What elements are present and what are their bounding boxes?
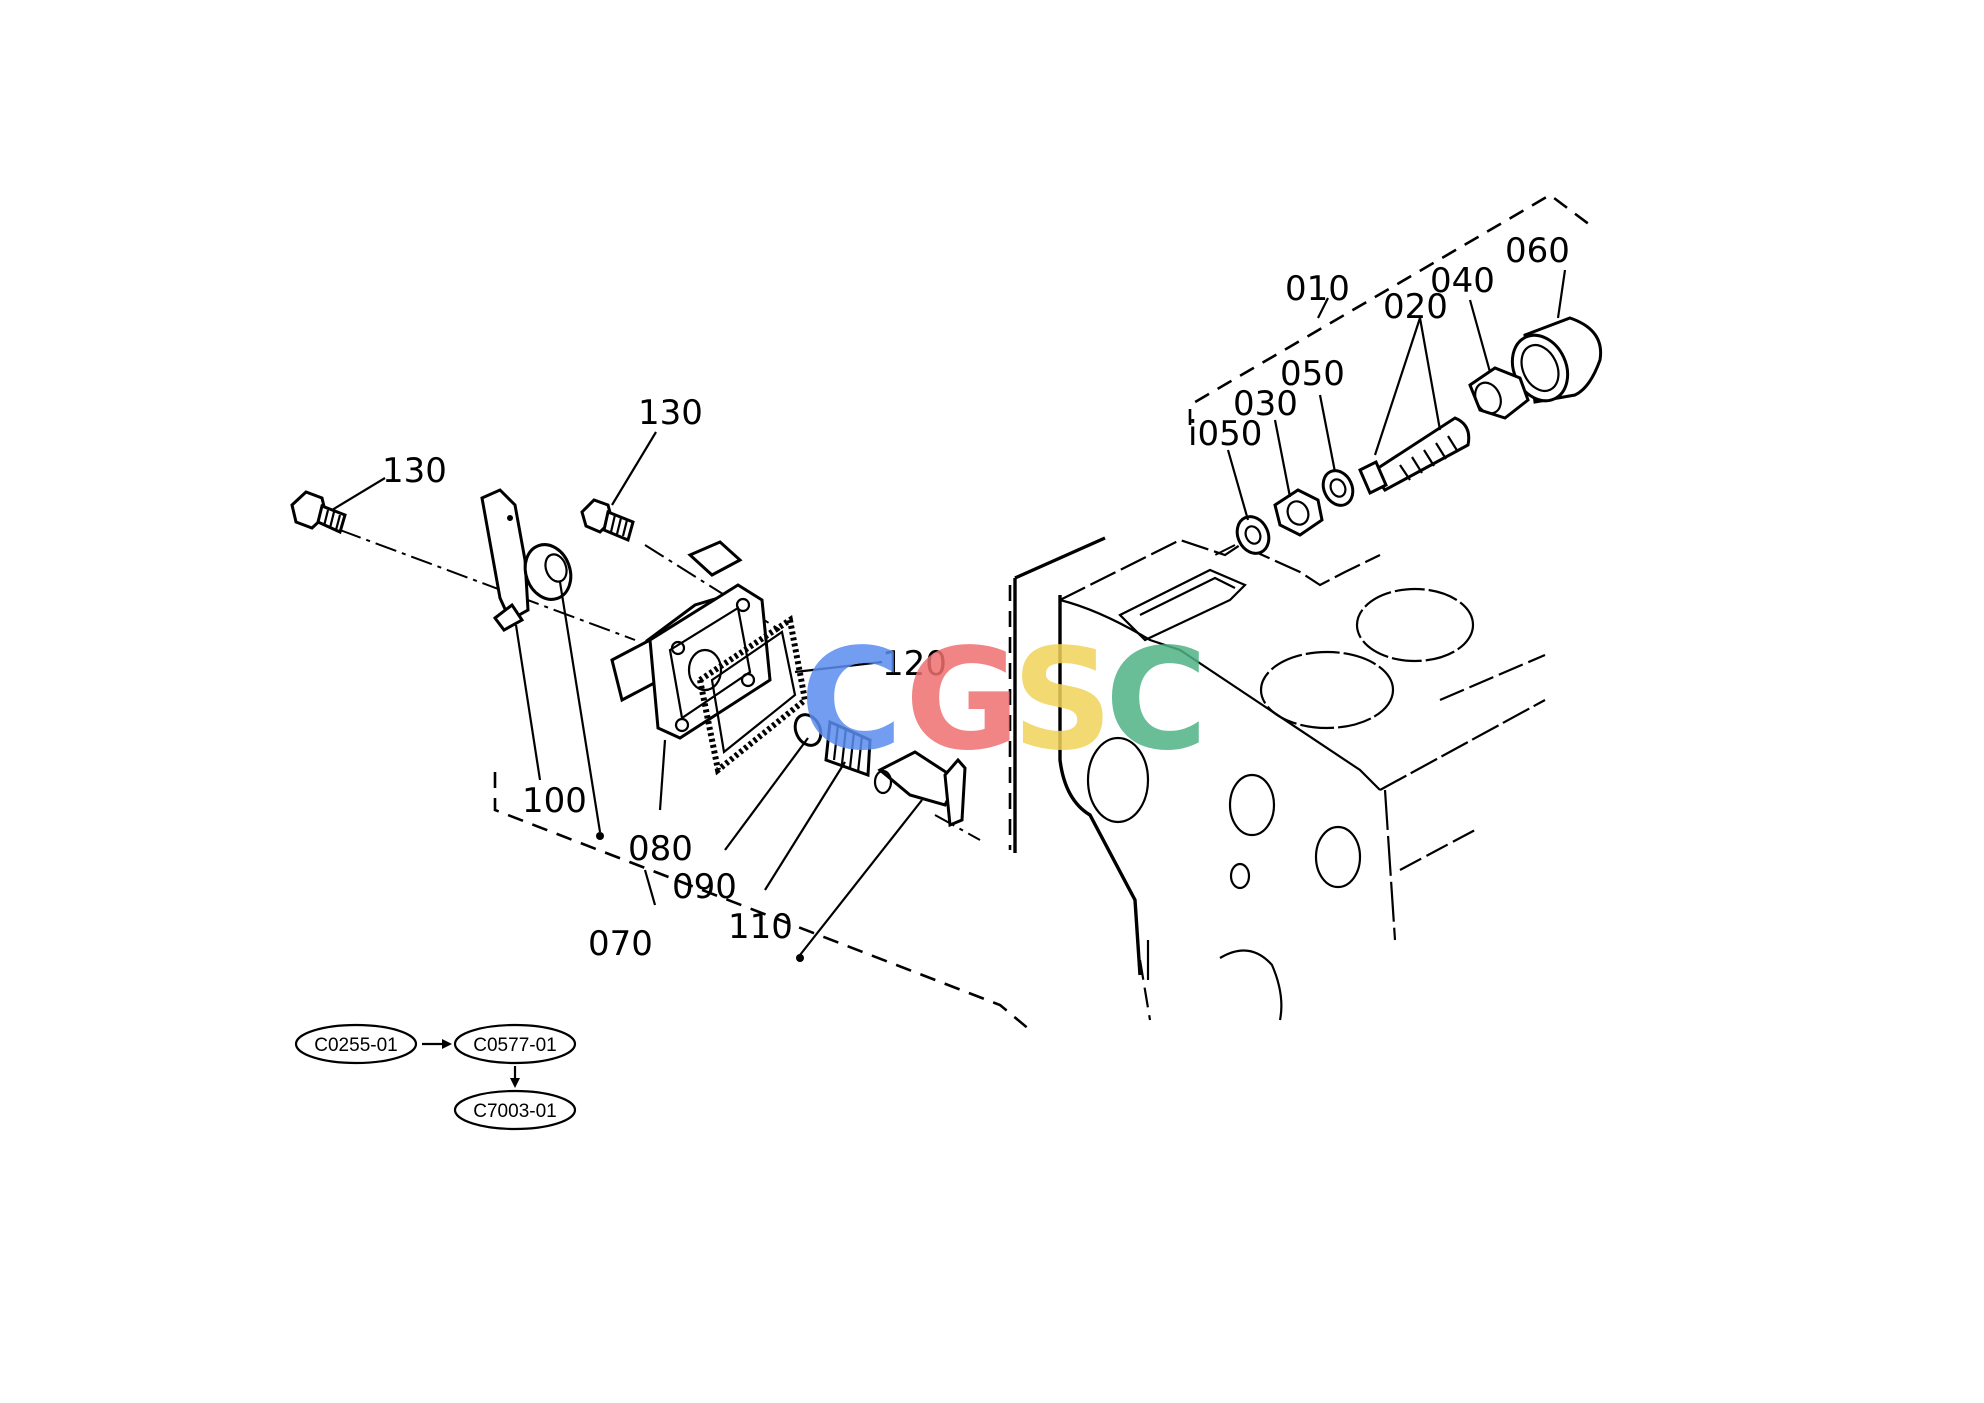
callout-030: 030 xyxy=(1233,384,1298,424)
axis-line-lower-right xyxy=(934,814,981,841)
leaders-upper xyxy=(1226,269,1567,521)
group-010-boundary xyxy=(1188,193,1591,425)
part-030-nut xyxy=(1273,488,1324,537)
part-080-housing xyxy=(610,540,772,740)
part-130-bolt-left xyxy=(290,490,347,535)
ref-oval-3 xyxy=(453,1089,577,1131)
ref-c0577: C0577-01 xyxy=(473,1035,556,1056)
part-130-bolt-center xyxy=(580,498,635,543)
part-100-lever xyxy=(480,488,573,632)
part-120-gasket xyxy=(696,614,809,776)
callout-080: 080 xyxy=(628,829,693,869)
watermark-letter-g: G xyxy=(905,619,1020,782)
callout-130-center: 130 xyxy=(638,393,703,433)
group-070-boundary xyxy=(493,585,1031,1031)
callout-100: 100 xyxy=(522,781,587,821)
ref-arrowhead-1 xyxy=(442,1039,452,1049)
part-090-ring xyxy=(793,713,823,747)
callout-i050: i050 xyxy=(1188,414,1262,454)
ref-c0255: C0255-01 xyxy=(314,1035,397,1056)
callout-070: 070 xyxy=(588,924,653,964)
engine-block xyxy=(1013,536,1546,1021)
axis-line-upper xyxy=(1214,544,1236,556)
reference-chain: C0255-01 C0577-01 C7003-01 xyxy=(294,1023,577,1131)
ref-oval-1 xyxy=(294,1023,418,1065)
callout-010: 010 xyxy=(1285,269,1350,309)
callout-060: 060 xyxy=(1505,231,1570,271)
callout-040: 040 xyxy=(1430,261,1495,301)
callout-120: 120 xyxy=(882,644,947,684)
part-050-washer xyxy=(1321,469,1355,507)
callout-labels: 010 020 040 060 050 030 i050 130 130 120… xyxy=(382,231,1570,964)
part-020-screw xyxy=(1358,416,1471,496)
callout-110: 110 xyxy=(728,907,793,947)
ref-c7003: C7003-01 xyxy=(473,1101,556,1122)
callout-130-left: 130 xyxy=(382,451,447,491)
part-060-sleeve xyxy=(1510,316,1603,404)
axis-line-lower-left xyxy=(339,529,636,641)
watermark-letter-c2: C xyxy=(1105,619,1208,782)
watermark-cgsc: C G S C xyxy=(800,619,1208,782)
ref-arrowhead-2 xyxy=(510,1078,520,1088)
part-110-spring xyxy=(824,719,872,778)
part-040-nut xyxy=(1468,366,1530,420)
callout-090: 090 xyxy=(672,867,737,907)
part-shaft xyxy=(873,750,967,828)
watermark-letter-c1: C xyxy=(800,619,903,782)
leaders-lower xyxy=(331,431,923,962)
callout-050: 050 xyxy=(1280,354,1345,394)
part-i050-washer xyxy=(1235,515,1271,555)
watermark-letter-s: S xyxy=(1012,619,1113,782)
callout-020: 020 xyxy=(1383,287,1448,327)
ref-oval-2 xyxy=(453,1023,577,1065)
